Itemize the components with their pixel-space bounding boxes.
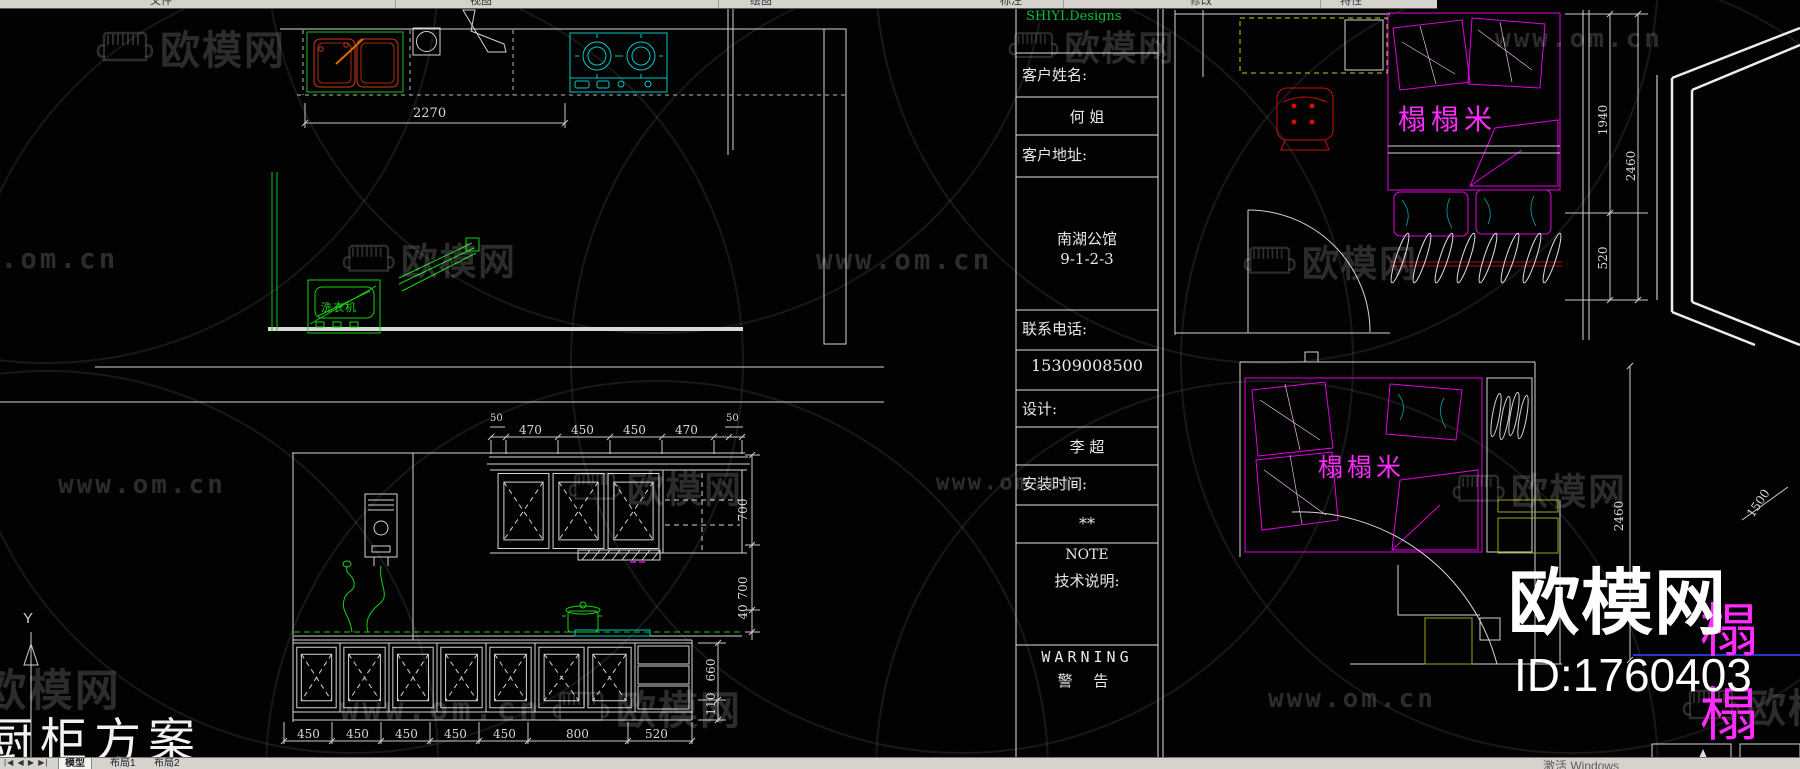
layout-tab-bar: |◀ ◀ ▶ ▶| 模型 布局1 布局2 激活 Windows bbox=[0, 757, 1800, 769]
dim-bot-5: 450 bbox=[493, 727, 516, 741]
dim-right-110: 110 bbox=[704, 692, 718, 716]
client-address-label: 客户地址: bbox=[1022, 146, 1088, 164]
plan-width-dim: 2270 bbox=[413, 106, 447, 121]
plan-dimension bbox=[301, 103, 569, 128]
menu-divider bbox=[1320, 0, 1321, 8]
tab-layout1[interactable]: 布局1 bbox=[110, 758, 136, 769]
tatami-label-bottom: 榻榻米 bbox=[1318, 454, 1406, 482]
yellow-furniture bbox=[1424, 499, 1559, 665]
hood-plan bbox=[462, 9, 507, 53]
door-arc-bottom bbox=[1291, 511, 1498, 665]
tatami-label-far-right: 榻榻米 bbox=[1700, 599, 1763, 769]
dim-1940: 1940 bbox=[1596, 104, 1610, 136]
water-heater bbox=[364, 493, 398, 566]
warning-title-cn: 警 告 bbox=[1057, 672, 1117, 690]
washing-machine-plan bbox=[307, 237, 480, 334]
sink-plan bbox=[306, 31, 404, 93]
dim-bot-3: 450 bbox=[395, 727, 418, 741]
title-block-frame bbox=[1015, 8, 1164, 769]
dim-bot-2: 450 bbox=[346, 727, 369, 741]
menu-item-1[interactable]: 文件 bbox=[150, 0, 172, 7]
client-name-label: 客户姓名: bbox=[1022, 66, 1088, 84]
tatami-bed-bottom bbox=[1244, 377, 1483, 553]
kitchen-plan-drawing bbox=[268, 8, 847, 345]
bedroom-top-dimensions bbox=[1565, 10, 1648, 304]
tab-nav-arrows[interactable]: |◀ ◀ ▶ ▶| bbox=[4, 758, 49, 767]
kitchen-elevation-drawing bbox=[280, 426, 760, 745]
dim-right-40: 40 bbox=[736, 604, 750, 620]
note-title-cn: 技术说明: bbox=[1054, 572, 1120, 590]
menu-item-3[interactable]: 绘图 bbox=[750, 0, 772, 7]
viewport-separators bbox=[0, 366, 884, 403]
dim-top-470b: 470 bbox=[675, 423, 698, 437]
install-time-value: ** bbox=[1079, 514, 1095, 533]
dim-2460-top: 2460 bbox=[1624, 150, 1638, 182]
menu-divider bbox=[395, 0, 396, 8]
client-address-line1: 南湖公馆 bbox=[1056, 230, 1117, 248]
menu-item-4[interactable]: 标注 bbox=[1000, 0, 1022, 7]
tatami-label-top: 榻榻米 bbox=[1398, 104, 1498, 135]
ucs-y-label: Y bbox=[23, 610, 34, 627]
top-menu-bar: 文件 视图 绘图 标注 修改 特性 bbox=[0, 0, 1437, 9]
menu-item-5[interactable]: 修改 bbox=[1190, 0, 1212, 7]
menu-item-2[interactable]: 视图 bbox=[470, 0, 492, 7]
bedroom-plan-bottom bbox=[1239, 351, 1800, 665]
stove-elevation bbox=[574, 629, 651, 637]
ucs-icon bbox=[23, 632, 39, 757]
dim-top-450a: 450 bbox=[571, 423, 594, 437]
upper-cabinets bbox=[487, 456, 750, 554]
note-title-en: NOTE bbox=[1065, 547, 1109, 563]
designer-label: 设计: bbox=[1022, 400, 1058, 418]
client-address-line2: 9-1-2-3 bbox=[1060, 250, 1114, 268]
dim-2460-bottom: 2460 bbox=[1612, 500, 1626, 532]
stove-plan bbox=[569, 32, 668, 93]
warning-title-en: WARNING bbox=[1041, 648, 1133, 666]
dim-bot-520: 520 bbox=[645, 727, 668, 741]
bedroom-plan-top bbox=[1174, 10, 1648, 340]
armchair-plan bbox=[1276, 87, 1334, 151]
site-id-text: ID:1760403 bbox=[1514, 649, 1752, 701]
dim-top-50b: 50 bbox=[726, 413, 739, 424]
dim-top-50a: 50 bbox=[490, 413, 503, 424]
menu-divider bbox=[718, 0, 719, 8]
menu-divider bbox=[1063, 0, 1064, 8]
install-time-label: 安装时间: bbox=[1022, 475, 1088, 493]
washer-label: 洗衣机 bbox=[321, 302, 357, 314]
door-arc-top bbox=[1247, 209, 1371, 333]
dim-520: 520 bbox=[1596, 246, 1610, 270]
elevation-dimensions bbox=[280, 426, 760, 745]
faucet-elevation bbox=[342, 565, 355, 633]
bedroom-bottom-dimensions bbox=[1626, 362, 1789, 664]
tab-model[interactable]: 模型 bbox=[58, 758, 92, 769]
base-cabinets bbox=[293, 639, 693, 721]
site-logo-text: 欧模网 bbox=[1508, 564, 1728, 644]
client-name-value: 何 姐 bbox=[1069, 108, 1105, 126]
dim-bot-1: 450 bbox=[297, 727, 320, 741]
windows-activate-text: 激活 Windows bbox=[1543, 759, 1620, 769]
designer-value: 李 超 bbox=[1069, 438, 1105, 456]
sink-hole-plan bbox=[412, 27, 441, 56]
phone-value: 15309008500 bbox=[1031, 356, 1143, 375]
pot-elevation bbox=[562, 601, 602, 633]
dim-right-700a: 700 bbox=[736, 498, 750, 522]
designer-brand: SHIYI.Designs bbox=[1026, 9, 1122, 24]
dim-bot-800: 800 bbox=[566, 727, 589, 741]
right-wall-panel bbox=[1656, 26, 1800, 347]
dim-bot-4: 450 bbox=[444, 727, 467, 741]
tab-layout2[interactable]: 布局2 bbox=[154, 758, 180, 769]
wardrobe-bottom bbox=[1486, 377, 1533, 553]
dim-top-470a: 470 bbox=[519, 423, 542, 437]
clothes-rack bbox=[1390, 232, 1562, 284]
phone-label: 联系电话: bbox=[1022, 320, 1088, 338]
range-hood bbox=[577, 549, 661, 563]
dim-top-450b: 450 bbox=[623, 423, 646, 437]
menu-item-6[interactable]: 特性 bbox=[1340, 0, 1362, 7]
green-wall-lines bbox=[271, 172, 278, 331]
